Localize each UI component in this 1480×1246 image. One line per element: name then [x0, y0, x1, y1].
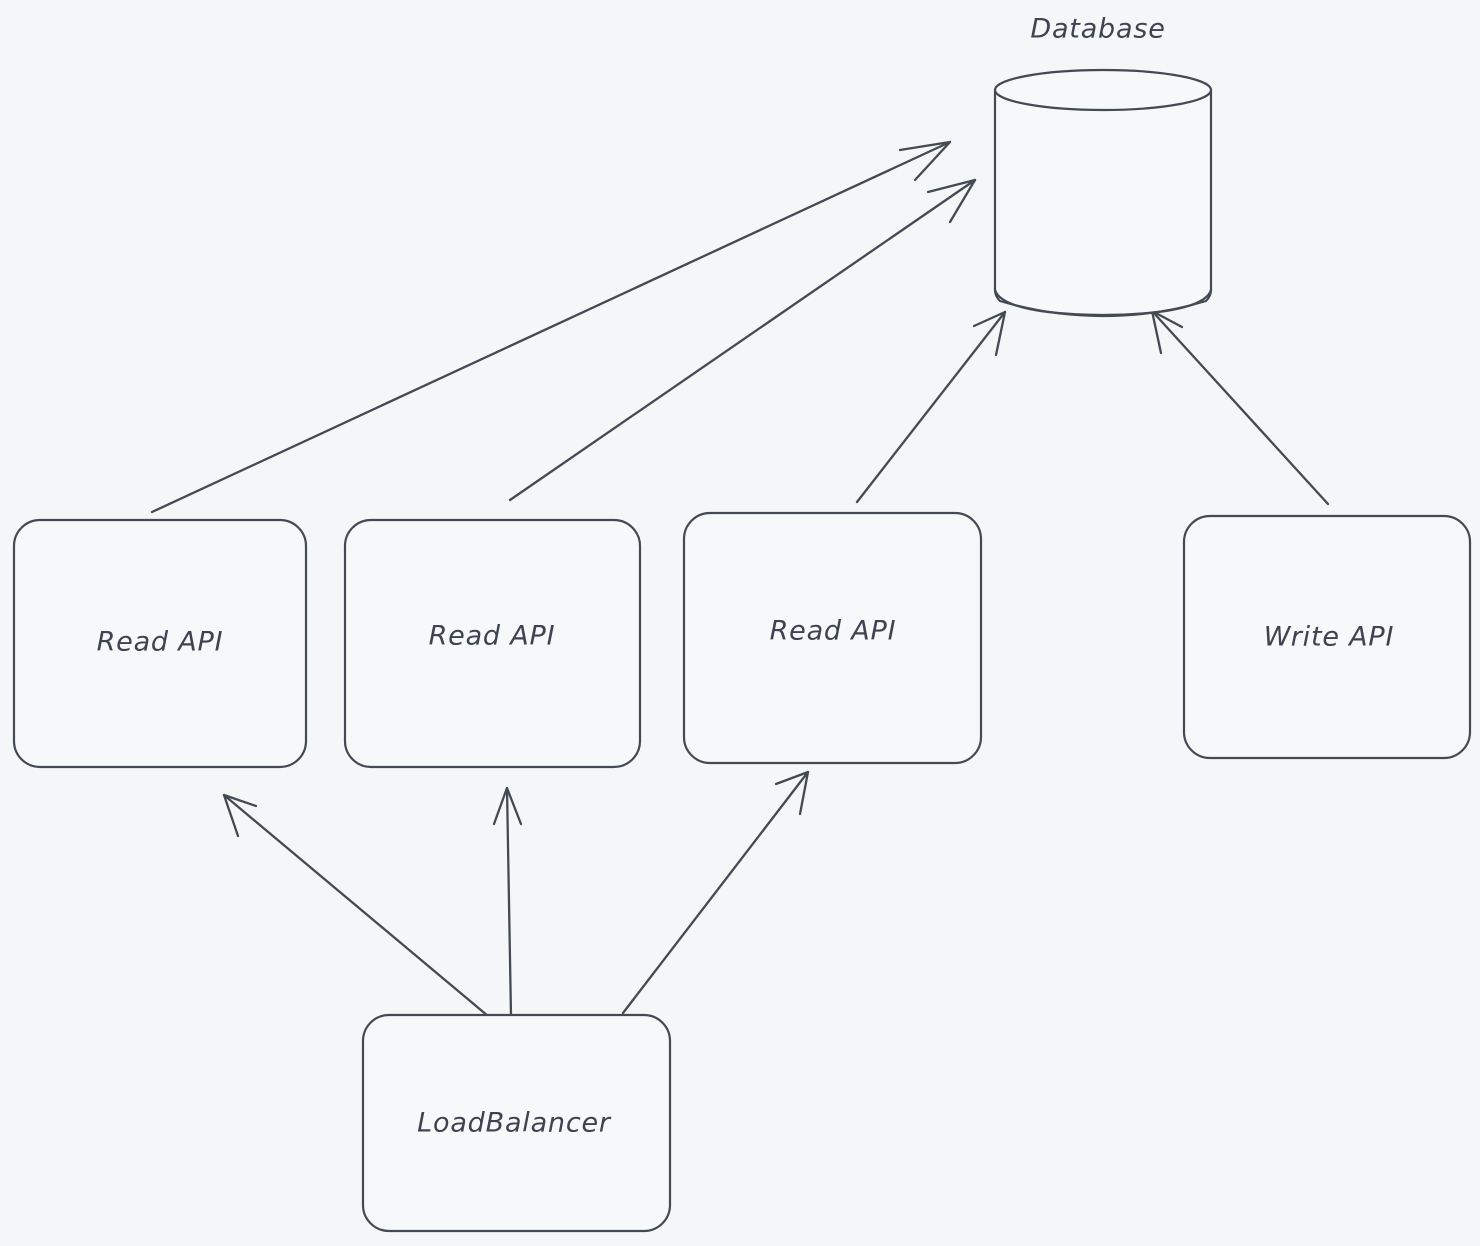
edge-read-api-1-to-database[interactable] [150, 140, 952, 514]
edges-layer [150, 140, 1330, 1018]
edge-line [508, 178, 977, 502]
edge-line [855, 310, 1007, 504]
nodes-layer: Database Read API Read API Read API Writ… [12, 14, 1472, 1233]
node-database[interactable]: Database [993, 14, 1213, 318]
node-load-balancer[interactable]: LoadBalancer [361, 1013, 672, 1233]
database-cylinder-top [993, 68, 1213, 112]
read-api-3-label: Read API [770, 616, 897, 647]
arrow-head-icon [898, 140, 952, 182]
edge-line [222, 793, 490, 1018]
database-cylinder-body [993, 88, 1213, 318]
edge-line [150, 140, 952, 514]
write-api-box [1182, 514, 1472, 760]
edge-read-api-3-to-database[interactable] [855, 310, 1007, 504]
arrow-head-icon [926, 178, 977, 224]
read-api-1-box [12, 518, 308, 769]
edge-read-api-2-to-database[interactable] [508, 178, 977, 502]
edge-line [621, 770, 810, 1015]
arrow-head-icon [492, 786, 523, 826]
node-write-api[interactable]: Write API [1182, 514, 1472, 760]
read-api-2-label: Read API [429, 621, 556, 652]
node-read-api-1[interactable]: Read API [12, 518, 308, 769]
load-balancer-box [361, 1013, 672, 1233]
database-label: Database [1030, 14, 1165, 45]
edge-write-api-to-database[interactable] [1150, 309, 1330, 506]
edge-line [1150, 309, 1330, 506]
node-read-api-3[interactable]: Read API [682, 511, 983, 765]
load-balancer-label: LoadBalancer [417, 1108, 612, 1139]
edge-load-balancer-to-read-api-3[interactable] [621, 770, 810, 1015]
edge-load-balancer-to-read-api-2[interactable] [492, 786, 523, 1018]
arrow-head-icon [222, 793, 258, 838]
read-api-3-box [682, 511, 983, 765]
read-api-1-label: Read API [97, 627, 224, 658]
database-cylinder-bottom-arc [993, 288, 1213, 317]
edge-load-balancer-to-read-api-1[interactable] [222, 793, 490, 1018]
write-api-label: Write API [1264, 622, 1395, 653]
arrow-head-icon [774, 770, 810, 816]
node-read-api-2[interactable]: Read API [343, 518, 642, 769]
arrow-head-icon [972, 310, 1007, 357]
read-api-2-box [343, 518, 642, 769]
edge-line [505, 786, 513, 1018]
